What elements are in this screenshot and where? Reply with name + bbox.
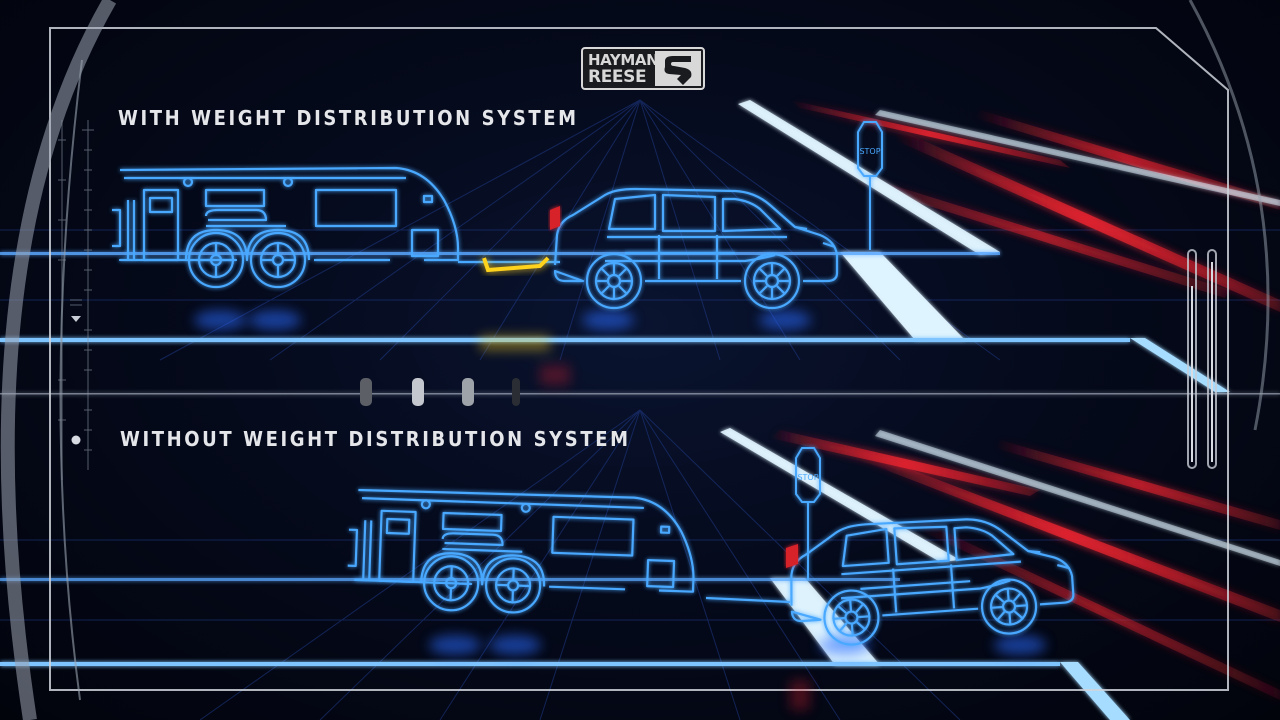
ruler-knob-icon [71,435,81,445]
hud-frame [49,27,1229,691]
left-ruler [58,120,94,480]
logo-text-reese: REESE [588,67,647,87]
stop-sign-top [857,121,883,250]
logo-text-hayman: HAYMAN [588,51,659,69]
caption-without-wds: WITHOUT WEIGHT DISTRIBUTION SYSTEM [120,427,631,451]
pager-dot [412,378,424,406]
caravan-level [110,166,460,289]
caption-with-wds: WITH WEIGHT DISTRIBUTION SYSTEM [118,106,579,130]
perspective-grid [0,99,1280,720]
pager-dot [462,378,474,406]
stop-sign-label: STOP [797,473,818,482]
logo-badge [581,47,705,90]
pager-dot [512,378,520,406]
rig-without-wds [345,486,1077,650]
pager-dot [360,378,372,406]
ruler-marker-icon [71,316,81,322]
wds-hitch-bar [482,256,550,273]
stop-sign-label: STOP [859,147,880,156]
hayman-reese-logo: HAYMAN REESE [581,47,705,90]
stop-sign-bottom [795,447,821,580]
vehicle-reflections [194,310,1046,710]
car-level [553,187,839,310]
pager-dots [360,378,520,406]
light-bars [0,252,1280,720]
rig-with-wds [110,166,839,310]
caravan-tilted [345,486,698,620]
level-indicator [1187,249,1217,469]
tail-light-bottom [786,544,798,568]
tail-light-top [550,206,560,230]
